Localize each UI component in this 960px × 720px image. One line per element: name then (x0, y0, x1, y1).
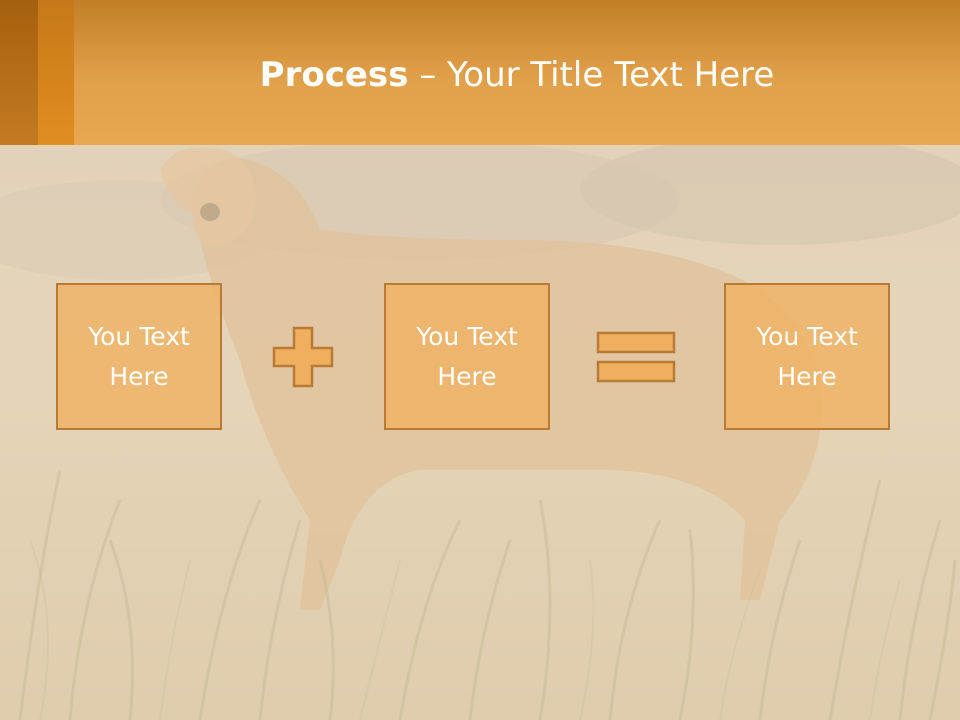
process-step-box-1: You Text Here (56, 283, 222, 430)
equals-icon (596, 331, 678, 390)
title-rest-part: Your Title Text Here (447, 55, 775, 95)
process-step-box-2: You Text Here (384, 283, 550, 430)
header-accent-strip-mid (38, 0, 74, 145)
title-bold-part: Process (259, 55, 409, 95)
header-accent-strip-dark (0, 0, 38, 145)
plus-icon (272, 326, 334, 393)
slide-title: Process – Your Title Text Here (74, 48, 960, 102)
title-dash: – (408, 55, 448, 95)
process-step-box-3: You Text Here (724, 283, 890, 430)
header-band: Process – Your Title Text Here (0, 0, 960, 145)
